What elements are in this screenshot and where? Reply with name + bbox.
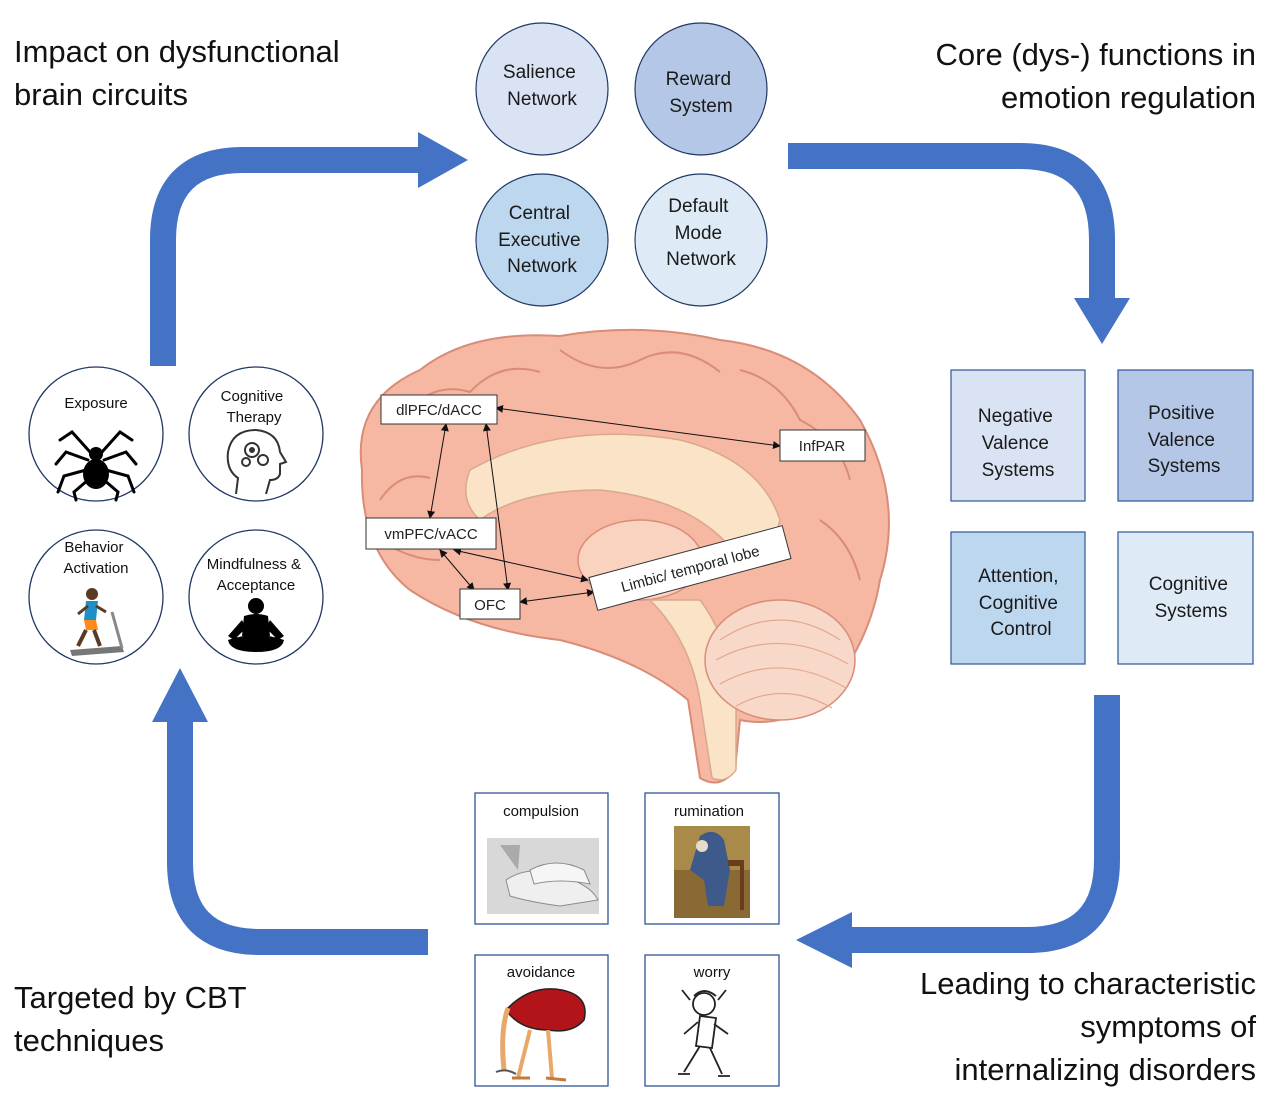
worried-man-icon	[678, 989, 730, 1077]
domain-negative-valence: Negative Valence Systems	[950, 369, 1086, 502]
spider-icon	[54, 430, 138, 502]
rdoc-domains: Negative Valence Systems Positive Valenc…	[950, 369, 1254, 665]
domain-cognitive-systems: Cognitive Systems	[1117, 531, 1254, 665]
domain-box	[950, 531, 1086, 665]
technique-label: Cognitive Therapy	[221, 388, 288, 426]
arrow-head-down	[1074, 298, 1130, 344]
arrow-right-to-domains	[788, 143, 1115, 300]
network-label: Reward System	[666, 69, 737, 117]
technique-circle	[188, 529, 324, 665]
arrow-head-right	[418, 132, 468, 188]
region-label: InfPAR	[799, 438, 846, 455]
region-label: dlPFC/dACC	[396, 402, 482, 419]
network-central-executive: Central Executive Network	[475, 173, 609, 307]
heading-line: Core (dys-) functions in	[935, 37, 1256, 72]
network-circles: Salience Network Reward System Central E…	[475, 22, 768, 307]
heading-line: symptoms of	[1080, 1009, 1256, 1044]
technique-label: Exposure	[64, 395, 127, 412]
network-reward: Reward System	[634, 22, 768, 156]
region-connections	[427, 404, 781, 606]
arrow-head-left	[796, 912, 852, 968]
arrow-down-to-symptoms	[850, 695, 1120, 953]
arrow-head-up	[152, 668, 208, 722]
head-gears-icon	[226, 428, 288, 495]
ostrich-icon	[495, 988, 586, 1082]
region-label: OFC	[474, 597, 506, 614]
meditation-icon	[228, 598, 284, 652]
cbt-techniques: Exposure Cognitive	[28, 366, 324, 665]
connection-dlpfc-infpar	[495, 404, 781, 450]
heading-brain-circuits: Impact on dysfunctional brain circuits	[14, 30, 340, 116]
technique-behavior-activation: Behavior Activation	[28, 529, 164, 665]
domain-label: Cognitive Systems	[1149, 574, 1234, 622]
symptom-label: compulsion	[503, 803, 579, 820]
region-ofc: OFC	[459, 588, 521, 620]
region-labels: dlPFC/dACC InfPAR vmPFC/vACC OFC Limbic/…	[365, 394, 866, 620]
domain-attention-control: Attention, Cognitive Control	[950, 531, 1086, 665]
region-label: vmPFC/vACC	[384, 526, 478, 543]
domain-box	[1117, 531, 1254, 665]
symptom-label: worry	[693, 964, 731, 981]
connection-vmpfc-limbic	[453, 547, 589, 583]
symptom-boxes: compulsion rumination avoidance	[474, 792, 780, 1087]
arrow-left-to-techniques	[167, 720, 428, 955]
symptom-avoidance: avoidance	[474, 954, 609, 1087]
sorrowing-old-man-image	[674, 826, 750, 918]
network-circle	[475, 22, 609, 156]
heading-line: internalizing disorders	[954, 1052, 1256, 1087]
network-label: Central Executive Network	[498, 203, 586, 277]
domain-box	[950, 369, 1086, 502]
heading-line: emotion regulation	[1000, 80, 1256, 115]
network-label: Default Mode Network	[666, 196, 736, 270]
heading-cbt-techniques: Targeted by CBT techniques	[14, 976, 247, 1062]
connection-dlpfc-vmpfc	[427, 423, 449, 519]
technique-mindfulness: Mindfulness & Acceptance	[188, 529, 324, 665]
network-default-mode: Default Mode Network	[634, 173, 768, 307]
symptom-compulsion: compulsion	[474, 792, 609, 925]
technique-label: Behavior Activation	[63, 539, 128, 577]
technique-circle	[188, 366, 324, 502]
treadmill-runner-icon	[70, 588, 124, 656]
domain-label: Negative Valence Systems	[978, 406, 1058, 481]
domain-positive-valence: Positive Valence Systems	[1117, 369, 1254, 502]
cerebellum	[704, 599, 856, 721]
arrow-up-to-networks	[150, 147, 420, 366]
technique-exposure: Exposure	[28, 366, 164, 502]
symptom-label: rumination	[674, 803, 744, 820]
network-salience: Salience Network	[475, 22, 609, 156]
technique-label: Mindfulness & Acceptance	[207, 556, 305, 594]
symptom-box	[644, 954, 780, 1087]
heading-symptoms: Leading to characteristic symptoms of in…	[920, 962, 1256, 1091]
heading-line: Targeted by CBT	[14, 980, 247, 1015]
cycle-arrows	[150, 132, 1130, 968]
symptom-worry: worry	[644, 954, 780, 1087]
region-infpar: InfPAR	[779, 429, 866, 462]
connection-ofc-limbic	[519, 588, 595, 606]
network-circle	[634, 22, 768, 156]
heading-core-functions: Core (dys-) functions in emotion regulat…	[936, 33, 1256, 119]
heading-line: brain circuits	[14, 77, 188, 112]
heading-line: techniques	[14, 1023, 164, 1058]
domain-label: Positive Valence Systems	[1148, 403, 1221, 477]
hand-washing-image	[487, 838, 599, 914]
technique-circle	[28, 366, 164, 502]
network-circle	[634, 173, 768, 307]
network-label: Salience Network	[503, 62, 581, 110]
domain-box	[1117, 369, 1254, 502]
technique-cognitive-therapy: Cognitive Therapy	[188, 366, 324, 502]
symptom-rumination: rumination	[644, 792, 780, 925]
network-circle	[475, 173, 609, 307]
symptom-label: avoidance	[507, 964, 575, 981]
region-dlpfc: dlPFC/dACC	[380, 394, 498, 425]
heading-line: Impact on dysfunctional	[14, 34, 340, 69]
region-vmpfc: vmPFC/vACC	[365, 517, 497, 550]
heading-line: Leading to characteristic	[919, 966, 1256, 1001]
domain-label: Attention, Cognitive Control	[978, 566, 1064, 640]
